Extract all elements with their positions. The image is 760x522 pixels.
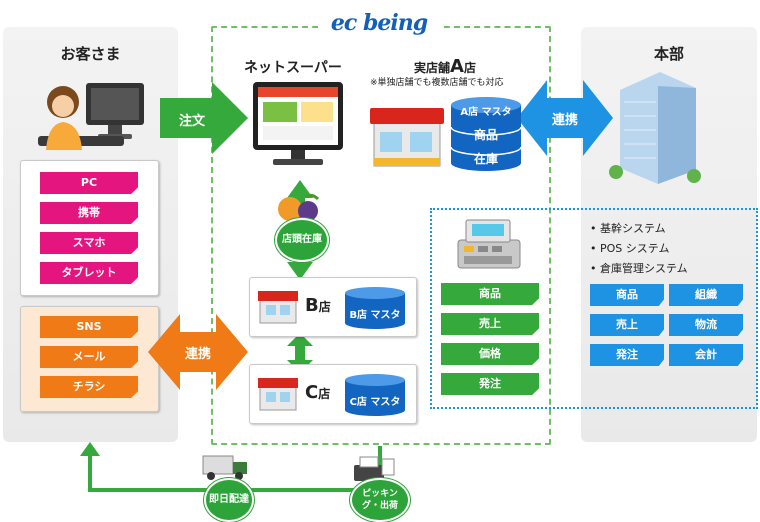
hq-system-warehouse: 倉庫管理システム <box>600 262 688 275</box>
store-b-database-icon <box>345 287 405 329</box>
store-a-title: 実店舗A店 <box>414 56 476 77</box>
same-day-delivery-circle: 即日配達 <box>204 478 254 522</box>
hq-title: 本部 <box>653 45 684 63</box>
hq-building-icon <box>609 72 701 184</box>
customer-title: お客さま <box>60 45 121 63</box>
hq-system-core: 基幹システム <box>600 222 666 235</box>
hq-grid-accounting: 会計 <box>669 344 743 366</box>
hq-system-item: • 基幹システム <box>590 222 666 235</box>
store-a-label: 実店舗 <box>414 61 451 75</box>
store-a-db-title: A店 マスタ <box>460 107 512 118</box>
picking-shipping-circle: ピッキング・出荷 <box>350 478 410 522</box>
hq-system-item: • POS システム <box>590 242 670 255</box>
store-a-note: ※単独店舗でも複数店舗でも対応 <box>370 78 504 88</box>
supermarket-a-icon <box>370 108 444 167</box>
hq-system-item: • 倉庫管理システム <box>590 262 688 275</box>
store-b-icon <box>258 291 298 324</box>
systems-frame <box>430 208 758 409</box>
store-a-db-stock: 在庫 <box>473 152 498 166</box>
printer-icon <box>354 456 395 481</box>
device-tablet: タブレット <box>40 262 138 284</box>
device-mobile: 携帯 <box>40 202 138 224</box>
hq-link-label: 連携 <box>551 113 578 128</box>
order-arrow <box>160 82 248 154</box>
ec-being-logo: ec being <box>318 10 440 36</box>
store-c-db-label: C店 マスタ <box>349 397 401 408</box>
channel-mail: メール <box>40 346 138 368</box>
pos-item-order: 発注 <box>441 373 539 395</box>
hq-grid-ordering: 発注 <box>590 344 664 366</box>
store-c-letter: C <box>305 382 319 403</box>
hq-grid-product: 商品 <box>590 284 664 306</box>
shop-stock-circle: 店頭在庫 <box>275 218 329 262</box>
store-c-suffix: 店 <box>318 387 331 401</box>
hq-grid-sales: 売上 <box>590 314 664 336</box>
device-pc: PC <box>40 172 138 194</box>
net-super-monitor-icon <box>253 82 343 165</box>
hq-link-arrow <box>517 80 613 156</box>
hq-system-list: • 基幹システム • POS システム • 倉庫管理システム <box>590 219 688 279</box>
customer-link-label: 連携 <box>184 347 211 362</box>
order-label: 注文 <box>178 114 205 129</box>
net-super-title: ネットスーパー <box>244 60 342 76</box>
store-b-letter: B <box>305 295 319 316</box>
pos-item-product: 商品 <box>441 283 539 305</box>
hq-grid-logistics: 物流 <box>669 314 743 336</box>
store-a-letter: A <box>450 56 464 77</box>
pos-item-sales: 売上 <box>441 313 539 335</box>
pos-item-price: 価格 <box>441 343 539 365</box>
delivery-truck-icon <box>202 455 247 480</box>
channel-flyer: チラシ <box>40 376 138 398</box>
store-b-suffix: 店 <box>318 300 331 314</box>
store-c-icon <box>258 378 298 411</box>
picking-shipping-label: ピッキング・出荷 <box>361 489 398 511</box>
cash-register-icon <box>457 219 521 269</box>
store-a-database-icon <box>450 97 522 171</box>
device-smartphone: スマホ <box>40 232 138 254</box>
store-a-suffix: 店 <box>463 61 476 75</box>
store-c-database-icon <box>345 374 405 416</box>
customer-computer-icon <box>38 83 144 150</box>
store-b-label: B店 <box>305 295 331 316</box>
vegetables-icon <box>278 193 320 221</box>
store-a-db-product: 商品 <box>473 128 498 142</box>
hq-system-pos: POS システム <box>600 242 670 255</box>
store-b-db-label: B店 マスタ <box>349 310 401 321</box>
logo-text: ec being <box>330 10 428 36</box>
store-c-label: C店 <box>305 382 330 403</box>
hq-grid-organization: 組織 <box>669 284 743 306</box>
store-bc-double-arrow <box>287 333 313 373</box>
customer-link-arrow <box>148 314 248 390</box>
channel-sns: SNS <box>40 316 138 338</box>
